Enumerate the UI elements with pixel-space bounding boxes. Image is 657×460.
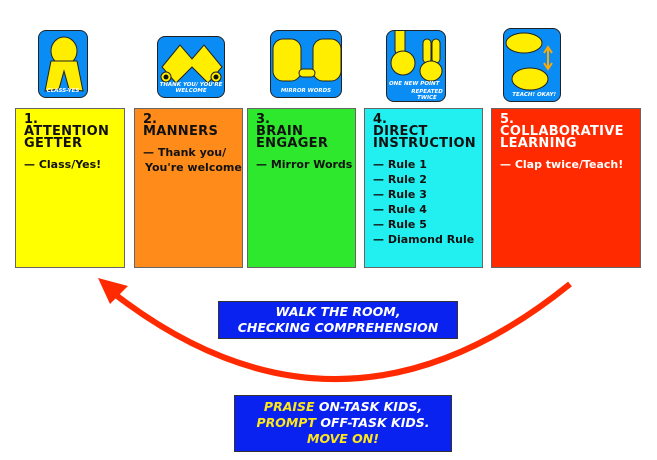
step-card-collaborative-learning: 5. Collaborative Learning — Clap twice/T… [491,108,641,268]
finger-count-icon: One new point Repeated twice [386,30,446,102]
hands-clasped-icon: Class-Yes [38,30,88,98]
step-item: — Rule 3 [373,188,427,201]
icon-caption: Teach! Okay! [512,92,556,98]
step-title: Manners [143,124,219,139]
step-number: 1. [24,112,38,127]
praise-prompt-banner: Praise on-task kids, Prompt off-task kid… [234,395,452,452]
highlight-word: Praise [263,399,315,414]
icon-caption: Thank you/ You're welcome [159,82,223,94]
icon-caption: One new point [389,81,440,87]
step-item: — Diamond Rule [373,233,475,246]
icon-caption: Class-Yes [46,88,80,94]
mirror-hands-icon: Mirror Words [270,30,342,98]
step-number: 2. [143,112,157,127]
step-item: — Rule 1 [373,158,427,171]
step-item: — Rule 2 [373,173,427,186]
step-item: — Class/Yes! [24,158,102,171]
step-number: 5. [500,112,514,127]
step-title: Brain Engager [256,124,329,151]
step-item: — Rule 5 [373,218,427,231]
step-item: — Thank you/ [143,146,227,159]
step-item: You're welcome [145,161,242,174]
step-card-attention-getter: 1. Attention Getter — Class/Yes! [15,108,125,268]
banner-line: checking comprehension [237,320,439,335]
step-title: Attention Getter [24,124,110,151]
step-number: 4. [373,112,387,127]
step-number: 3. [256,112,270,127]
step-item: — Mirror Words [256,158,353,171]
clapping-hands-icon: Teach! Okay! [503,28,561,102]
step-card-direct-instruction: 4. Direct Instruction — Rule 1 — Rule 2 … [364,108,483,268]
icon-caption: Repeated twice [411,89,443,101]
step-item: — Rule 4 [373,203,427,216]
highlight-word: Prompt [256,415,316,430]
step-title: Direct Instruction [373,124,476,151]
step-card-brain-engager: 3. Brain Engager — Mirror Words [247,108,356,268]
step-card-manners: 2. Manners — Thank you/You're welcome [134,108,243,268]
banner-line: Walk the room, [275,304,401,319]
hands-bowing-icon: Thank you/ You're welcome [157,36,225,98]
highlight-word: Move on! [307,431,379,446]
banner-text: on-task kids, [314,399,423,414]
banner-text: off-task kids. [316,415,430,430]
step-title: Collaborative Learning [500,124,624,151]
arrowhead-icon [98,278,128,304]
icon-caption: Mirror Words [280,88,332,94]
step-item: — Clap twice/Teach! [500,158,624,171]
walk-the-room-banner: Walk the room, checking comprehension [218,301,458,339]
